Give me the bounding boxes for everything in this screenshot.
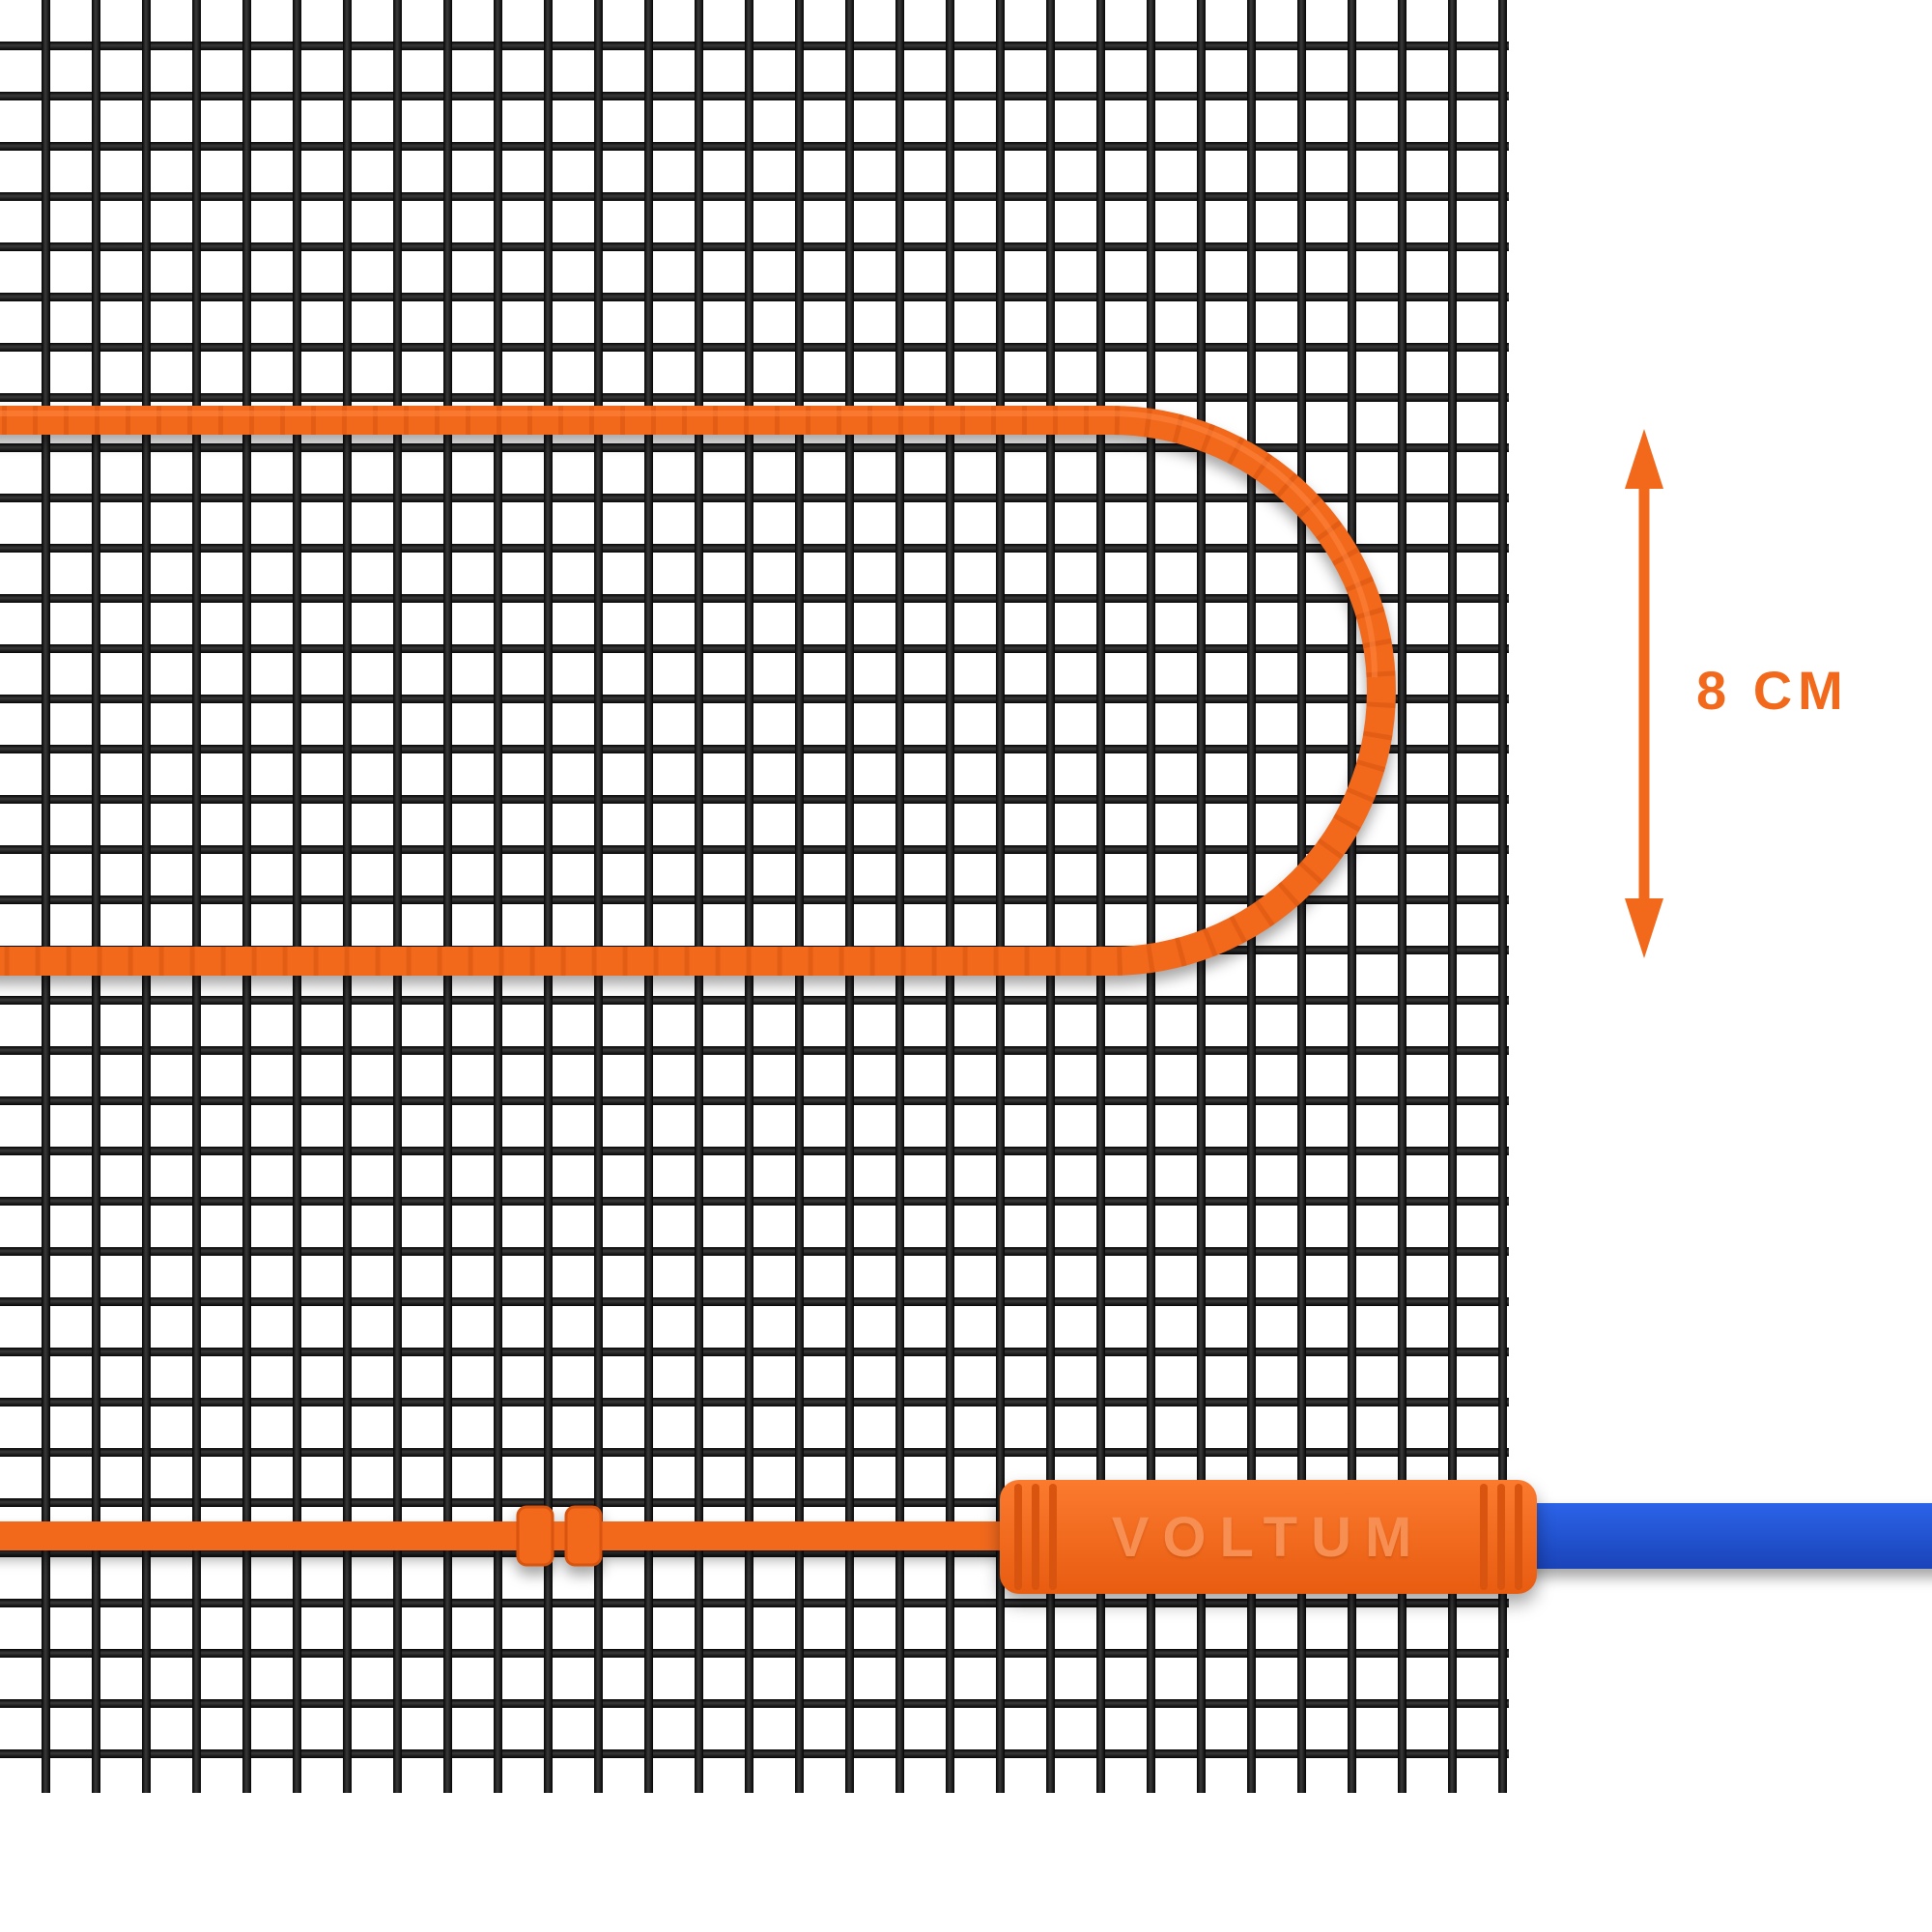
- splice-clip-left: [516, 1505, 554, 1567]
- spacing-label: 8 CM: [1696, 660, 1849, 721]
- cable-braid-texture: [0, 406, 1396, 976]
- cold-lead-cable-orange: [0, 1505, 1034, 1567]
- connector-body: [1000, 1480, 1537, 1594]
- dimension-arrow: [1625, 429, 1663, 958]
- splice-clip-right: [564, 1505, 603, 1567]
- heating-cable-loop: [0, 406, 1396, 976]
- cold-lead-cable-blue: [1517, 1503, 1932, 1569]
- connector-ribs-left: [1014, 1484, 1057, 1590]
- connector-ribs-right: [1480, 1484, 1522, 1590]
- dimension-arrow-down-head: [1625, 898, 1663, 958]
- brand-label: VOLTUM: [1111, 1505, 1426, 1569]
- dimension-arrow-up-head: [1625, 429, 1663, 489]
